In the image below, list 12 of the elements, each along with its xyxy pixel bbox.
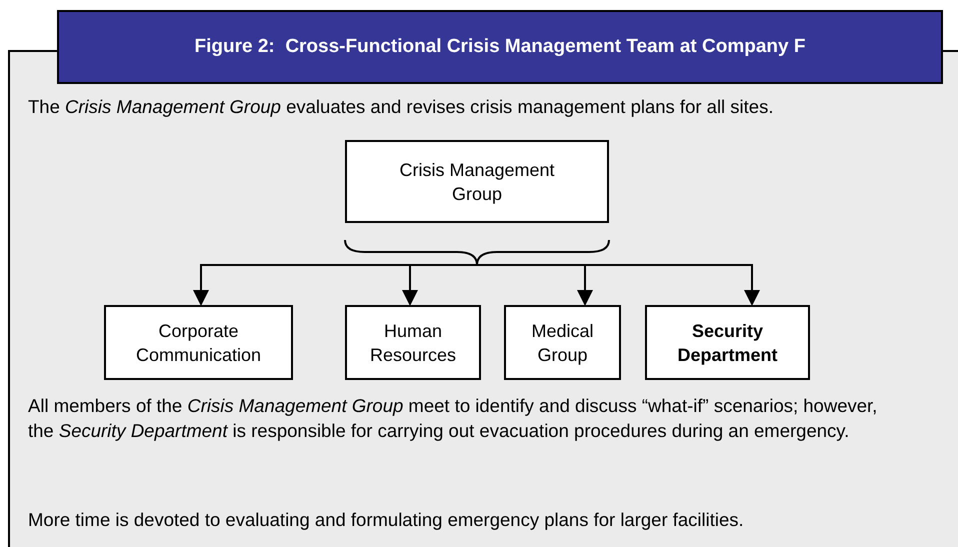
connector-arrow bbox=[402, 264, 478, 306]
org-box: Medical Group bbox=[504, 305, 621, 380]
note-text: The Crisis Management Group evaluates and revises crisis management plans for all sites. bbox=[28, 95, 774, 119]
note-text: More time is devoted to evaluating and formulating emergency plans for larger facilities. bbox=[28, 508, 745, 532]
org-box: Security Department bbox=[645, 305, 810, 380]
org-box: Human Resources bbox=[345, 305, 481, 380]
connector-arrow bbox=[476, 264, 760, 306]
note-text: All members of the Crisis Management Group meet to identify and discuss “what-if” scenarios; however, the Security Department is responsible for carrying out evacuation procedures during an emergency. bbox=[28, 394, 878, 443]
org-box: Crisis Management Group bbox=[345, 140, 609, 223]
curly-brace bbox=[344, 240, 610, 266]
title-banner: Figure 2: Cross-Functional Crisis Management Team at Company F bbox=[57, 10, 943, 84]
org-box: Corporate Communication bbox=[104, 305, 293, 380]
